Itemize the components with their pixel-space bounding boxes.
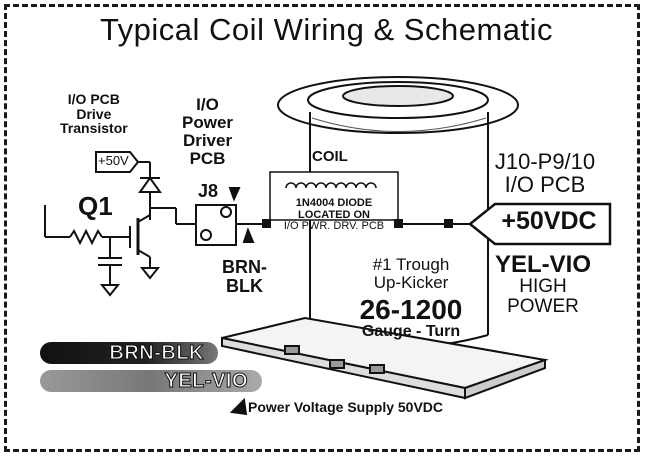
- j8-label: J8: [198, 181, 219, 201]
- trough-label: #1 Trough Up-Kicker: [372, 255, 450, 292]
- diode-note: 1N4004 DIODE LOCATED ON I/O PWR. DRV. PC…: [283, 197, 385, 233]
- supply-note: Power Voltage Supply 50VDC: [248, 399, 444, 415]
- wire-brn-blk: BRN-BLK: [40, 341, 218, 364]
- plus50vdc-label: +50VDC: [501, 207, 597, 235]
- supply-arrow: [229, 397, 248, 416]
- plus50v-label: +50V: [98, 153, 129, 168]
- brn-blk-label: BRN- BLK: [222, 257, 267, 296]
- drive-transistor-label: I/O PCB Drive Transistor: [60, 91, 128, 137]
- yel-vio-label: YEL-VIO HIGH POWER: [494, 251, 591, 318]
- coil-solenoid: [277, 76, 519, 349]
- power-driver-label: I/O Power Driver PCB: [182, 95, 234, 168]
- mounting-bracket: [221, 316, 549, 400]
- wire-yel-vio: YEL-VIO: [40, 369, 262, 392]
- plus50vdc-connector: [467, 202, 612, 246]
- part-number: 26-1200: [359, 294, 463, 325]
- coil-label: COIL: [312, 148, 348, 165]
- gauge-turn-label: Gauge - Turn: [361, 323, 461, 340]
- coil-winding: [262, 171, 403, 228]
- dashed-border: [4, 4, 640, 452]
- q1-label: Q1: [78, 191, 113, 221]
- page-title: Typical Coil Wiring & Schematic: [99, 12, 554, 47]
- q1-transistor-circuit: [44, 151, 196, 297]
- j10-label: J10-P9/10 I/O PCB: [494, 149, 596, 198]
